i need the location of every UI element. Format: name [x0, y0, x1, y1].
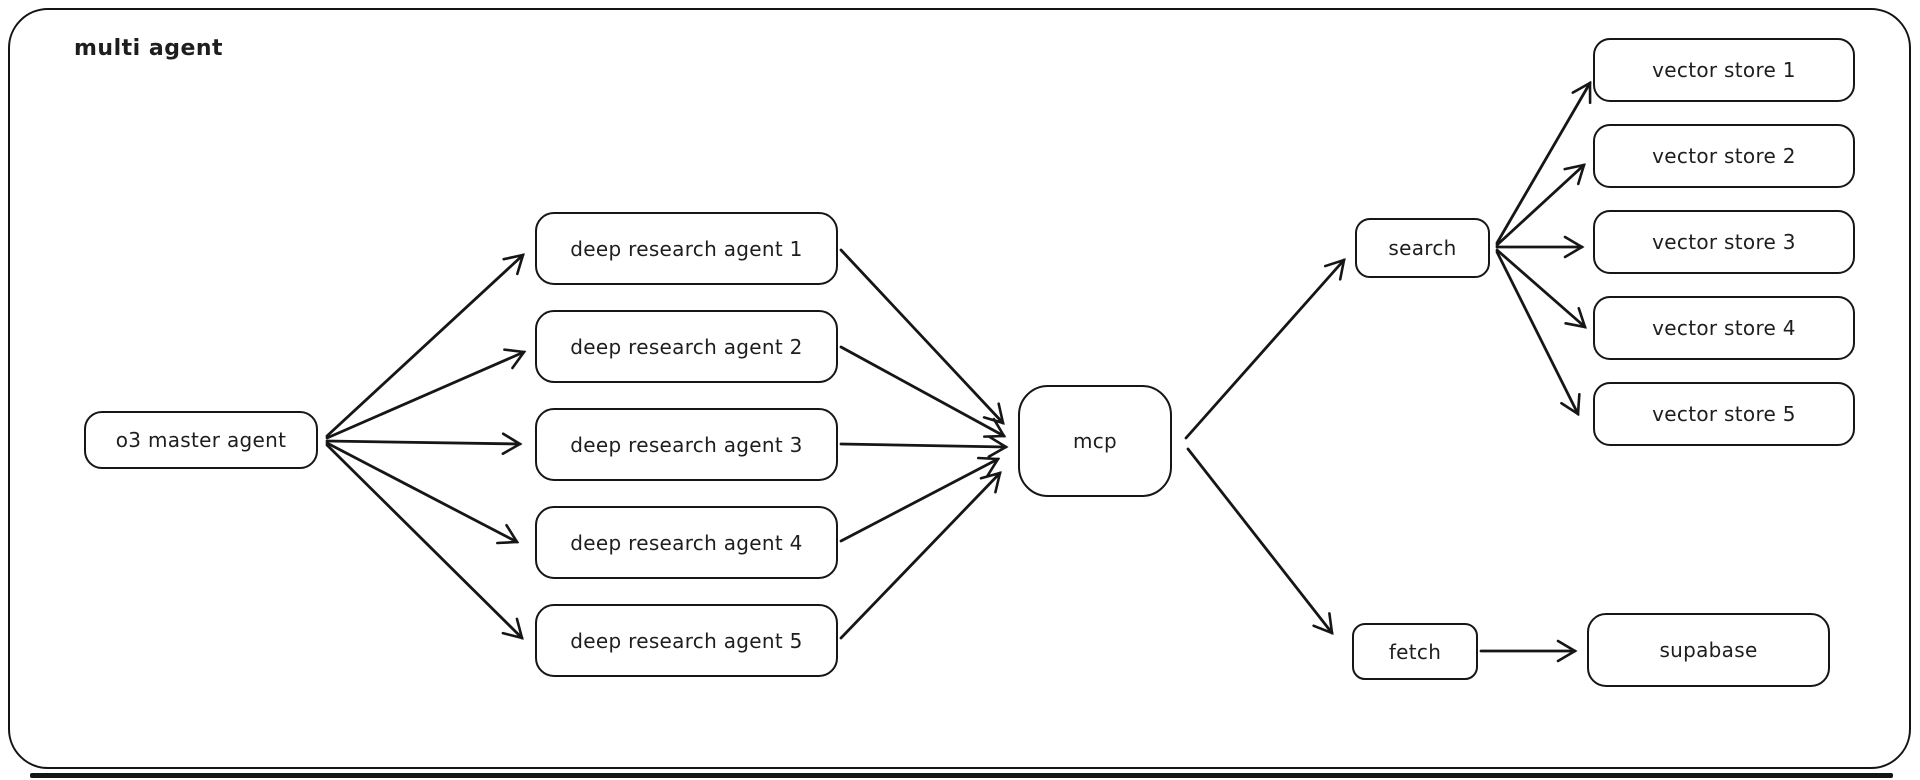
- node-supabase[interactable]: supabase: [1587, 613, 1830, 687]
- node-deep-research-agent-5[interactable]: deep research agent 5: [535, 604, 838, 677]
- node-fetch[interactable]: fetch: [1352, 623, 1478, 680]
- arrow-search-store4: [1495, 248, 1587, 329]
- arrow-agent4-mcp: [839, 456, 1001, 543]
- node-deep-research-agent-2[interactable]: deep research agent 2: [535, 310, 838, 383]
- node-deep-research-agent-3[interactable]: deep research agent 3: [535, 408, 838, 481]
- bottom-edge-bar: [30, 773, 1893, 778]
- node-vector-store-3[interactable]: vector store 3: [1593, 210, 1855, 274]
- arrow-mcp-search: [1184, 258, 1346, 440]
- node-o3-master-agent[interactable]: o3 master agent: [84, 411, 318, 469]
- outer-frame: [8, 8, 1911, 769]
- node-mcp[interactable]: mcp: [1018, 385, 1172, 497]
- arrow-master-agent1: [325, 253, 525, 438]
- arrow-master-agent4: [325, 441, 520, 545]
- arrow-master-agent2: [325, 348, 527, 440]
- node-search[interactable]: search: [1355, 218, 1490, 278]
- arrow-agent3-mcp: [839, 435, 1009, 458]
- arrow-search-store5: [1495, 250, 1581, 417]
- arrow-agent5-mcp: [839, 471, 1002, 640]
- diagram-title: multi agent: [74, 36, 224, 61]
- node-vector-store-2[interactable]: vector store 2: [1593, 124, 1855, 188]
- arrow-agent1-mcp: [839, 248, 1005, 425]
- arrow-search-store1: [1495, 80, 1592, 245]
- arrow-master-agent3: [325, 432, 523, 456]
- node-vector-store-1[interactable]: vector store 1: [1593, 38, 1855, 102]
- arrow-agent2-mcp: [839, 345, 1007, 438]
- arrow-master-agent5: [325, 443, 524, 640]
- node-deep-research-agent-4[interactable]: deep research agent 4: [535, 506, 838, 579]
- arrow-mcp-fetch: [1186, 447, 1334, 636]
- node-vector-store-4[interactable]: vector store 4: [1593, 296, 1855, 360]
- node-vector-store-5[interactable]: vector store 5: [1593, 382, 1855, 446]
- arrow-search-store2: [1495, 163, 1586, 247]
- node-deep-research-agent-1[interactable]: deep research agent 1: [535, 212, 838, 285]
